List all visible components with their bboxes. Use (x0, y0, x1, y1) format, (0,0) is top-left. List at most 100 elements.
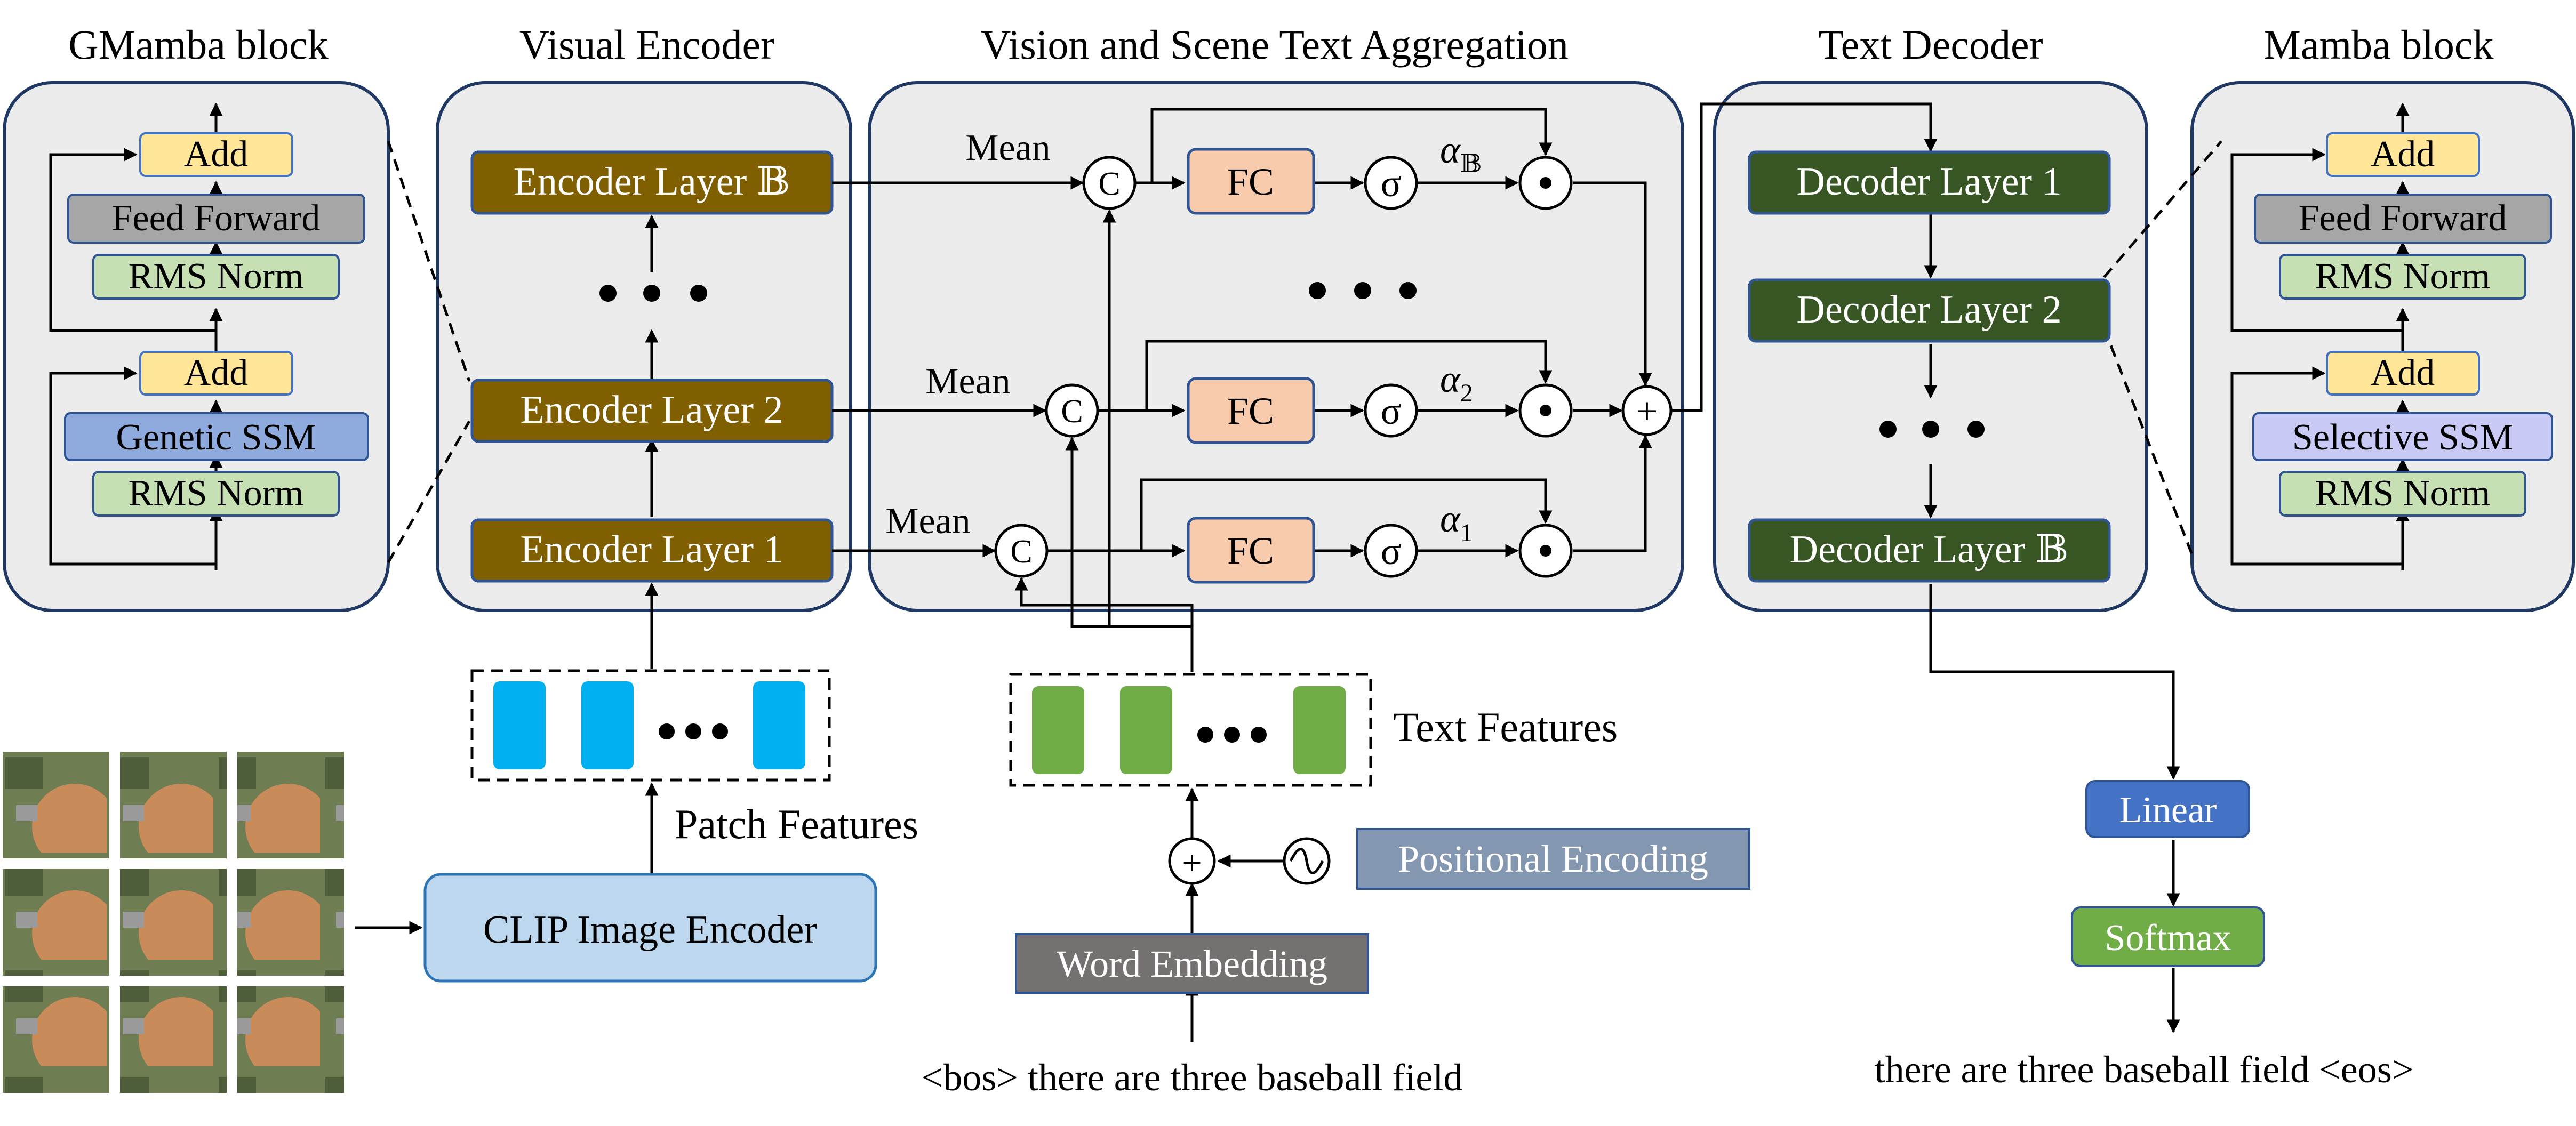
image-patch (120, 869, 227, 976)
sum-node-label: + (1636, 390, 1658, 432)
gmamba-rms-norm-bottom-label: RMS Norm (129, 473, 304, 514)
patch-features-label: Patch Features (675, 801, 918, 847)
image-patch (237, 752, 344, 858)
gmamba-feed-forward-label: Feed Forward (112, 198, 321, 239)
positional-encoding-box (1356, 828, 1750, 890)
patch-features-box (470, 669, 831, 782)
sigma-label-1: σ (1381, 530, 1402, 573)
concat-label-2: C (1061, 393, 1083, 430)
output-text: there are three baseball field <eos> (1875, 1048, 2414, 1091)
gmamba-add-bottom (139, 351, 293, 396)
image-patch (120, 752, 227, 858)
mamba-rms-norm-top-label: RMS Norm (2315, 256, 2491, 297)
title-text-decoder: Text Decoder (1818, 21, 2043, 68)
text-token (1120, 686, 1172, 774)
word-embedding-box (1015, 933, 1369, 994)
word-embedding-label: Word Embedding (1057, 943, 1327, 985)
text-decoder: Decoder Layer 1 Decoder Layer 2 Decoder … (1748, 150, 2180, 1033)
mamba-selective-ssm (2252, 412, 2553, 461)
visual-encoder: Encoder Layer 𝔹 Encoder Layer 2 Encoder … (470, 150, 834, 669)
mamba-add-bottom (2326, 351, 2480, 396)
embedding-sum-node (1168, 837, 1216, 885)
fc-box-1 (1187, 517, 1315, 584)
gmamba-add-top-label: Add (184, 134, 249, 175)
concat-label-1: C (1010, 534, 1032, 570)
text-token (1032, 686, 1084, 774)
concat-node-2 (1045, 383, 1099, 438)
mean-label-2: Mean (925, 361, 1010, 402)
text-token (1293, 686, 1346, 774)
gmamba-add-top (139, 132, 293, 177)
linear-label: Linear (2119, 790, 2217, 831)
gmamba-block: Add Feed Forward RMS Norm Add Genetic SS… (49, 102, 369, 570)
sigma-label-b: σ (1381, 162, 1402, 205)
input-image-tiles (3, 752, 344, 1093)
softmax-label: Softmax (2105, 918, 2231, 959)
patch-token (493, 681, 546, 769)
linear-box (2085, 780, 2250, 838)
fc-label-1: FC (1227, 529, 1274, 572)
encoder-layer-2-label: Encoder Layer 2 (520, 388, 783, 432)
patch-features-group: Patch Features (470, 669, 918, 874)
softmax-box (2071, 906, 2265, 967)
image-patch (237, 986, 344, 1093)
gmamba-add-bottom-label: Add (184, 352, 249, 393)
fc-label-2: FC (1227, 390, 1274, 432)
gmamba-genetic-ssm-label: Genetic SSM (116, 417, 316, 458)
gmamba-rms-norm-top-label: RMS Norm (129, 256, 304, 297)
alpha-b-label: α𝔹 (1440, 128, 1482, 178)
sigma-node-2 (1364, 383, 1418, 438)
gmamba-rms-norm-top (92, 254, 340, 300)
decoder-layer-b-label: Decoder Layer 𝔹 (1790, 528, 2069, 572)
decoder-layer-2-label: Decoder Layer 2 (1796, 288, 2061, 332)
fc-box-b (1187, 148, 1315, 215)
encoder-layer-b-label: Encoder Layer 𝔹 (514, 160, 790, 204)
patch-token (581, 681, 634, 769)
concat-node-1 (994, 524, 1049, 578)
sigma-node-b (1364, 156, 1418, 210)
mamba-rms-norm-bottom (2279, 471, 2526, 517)
mamba-feed-forward-label: Feed Forward (2299, 198, 2507, 239)
mamba-selective-ssm-label: Selective SSM (2292, 417, 2513, 458)
image-patch (3, 869, 109, 976)
mamba-add-top-label: Add (2371, 134, 2435, 175)
mamba-feed-forward (2254, 194, 2552, 244)
text-features-label: Text Features (1393, 704, 1618, 750)
fc-label-b: FC (1227, 160, 1274, 203)
concat-node-b (1082, 156, 1137, 210)
gmamba-feed-forward (67, 194, 365, 244)
gmamba-rms-norm-bottom (92, 471, 340, 517)
sum-node (1621, 385, 1673, 436)
clip-image-encoder-label: CLIP Image Encoder (483, 908, 817, 952)
alpha-2-label: α2 (1440, 358, 1473, 407)
mamba-add-top (2326, 132, 2480, 177)
encoder-layer-1-label: Encoder Layer 1 (520, 528, 783, 572)
image-patch (237, 869, 344, 976)
aggregation-block: Mean Mean Mean C C C FC FC FC (832, 102, 1938, 672)
title-visual-encoder: Visual Encoder (519, 21, 774, 68)
mamba-rms-norm-top (2279, 254, 2526, 300)
fc-box-2 (1187, 377, 1315, 444)
decoder-layer-1-label: Decoder Layer 1 (1796, 160, 2061, 204)
positional-encoding-label: Positional Encoding (1398, 838, 1708, 880)
input-text: <bos> there are three baseball field (922, 1056, 1463, 1099)
sigma-node-1 (1364, 524, 1418, 578)
title-mamba-block: Mamba block (2263, 21, 2493, 68)
title-aggregation: Vision and Scene Text Aggregation (981, 21, 1569, 68)
title-gmamba-block: GMamba block (68, 21, 328, 68)
mean-label-b: Mean (965, 127, 1050, 168)
mamba-block: Add Feed Forward RMS Norm Add Selective … (2230, 102, 2553, 570)
clip-image-encoder (423, 873, 877, 983)
decoder-layer-b (1748, 518, 2111, 583)
image-patch (3, 752, 109, 858)
decoder-layer-2 (1748, 278, 2111, 343)
embedding-sum-label: + (1182, 843, 1202, 882)
mamba-rms-norm-bottom-label: RMS Norm (2315, 473, 2491, 514)
mean-label-1: Mean (885, 501, 970, 542)
text-features-group: Text Features (1009, 673, 1618, 787)
concat-label-b: C (1098, 166, 1120, 202)
sigma-label-2: σ (1381, 390, 1402, 432)
gmamba-genetic-ssm (64, 412, 369, 461)
alpha-1-label: α1 (1440, 497, 1473, 547)
